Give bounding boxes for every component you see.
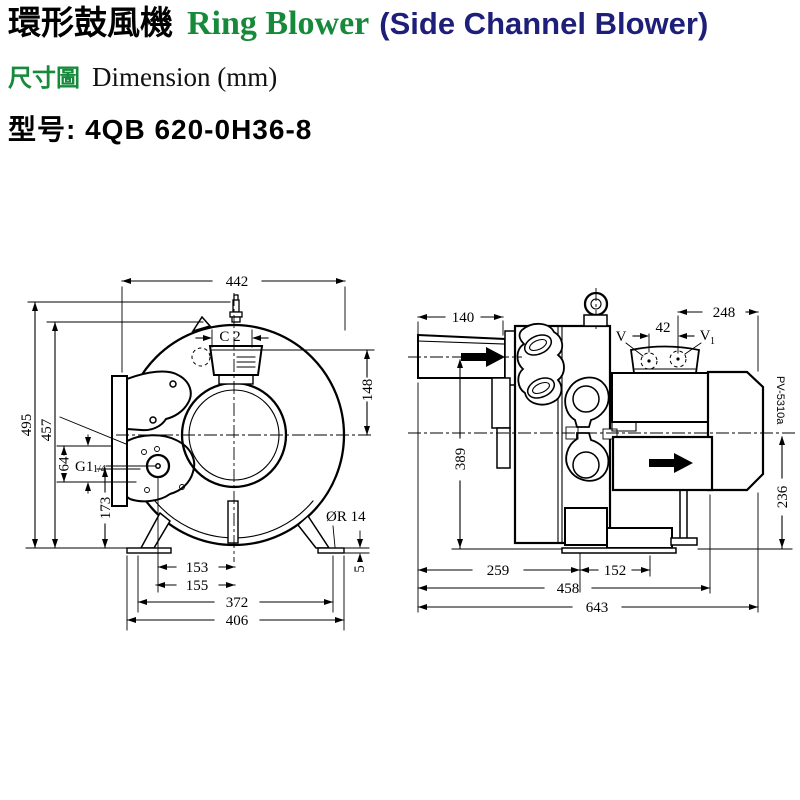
dim-406-label: 406 [226, 613, 249, 629]
gland-v-label: V [616, 329, 627, 345]
side-base [451, 489, 698, 554]
dim-center-height: 389 [453, 359, 469, 549]
top-fitting [229, 294, 243, 323]
dim-643-label: 643 [586, 600, 609, 616]
dim-cable-entry: C 2 [195, 329, 269, 348]
dim-overall-height: 495 457 [19, 301, 231, 549]
model-label: 型号: [8, 114, 77, 145]
dim-bottom-chain: 259 152 458 643 [417, 382, 759, 616]
dim-overall-width: 442 [121, 274, 346, 373]
dim-495-label: 495 [19, 414, 35, 437]
outlet-flow-arrow [649, 453, 693, 473]
title-chinese: 環形鼓風機 [8, 3, 173, 42]
dim-c2-label: C 2 [219, 329, 240, 345]
model-line: 型号: 4QB 620-0H36-8 [8, 108, 312, 148]
cable-gland-v1 [669, 350, 687, 368]
lifting-eyebolt [583, 288, 609, 330]
dim-153-label: 153 [186, 560, 209, 576]
dim-gland-spacing: 42 [632, 320, 695, 353]
dim-458-label: 458 [557, 581, 580, 597]
dim-155-label: 155 [186, 578, 209, 594]
dim-port-to-center: 153 155 [155, 476, 236, 594]
cable-gland-v [640, 352, 658, 370]
dim-152-label: 152 [604, 563, 627, 579]
impeller-channel [564, 376, 618, 482]
foot-slot-label: ØR 14 [326, 509, 366, 525]
title-subtitle: (Side Channel Blower) [379, 6, 709, 41]
motor-body [611, 370, 765, 492]
subtitle-english: Dimension (mm) [92, 62, 278, 92]
terminal-box-side [629, 345, 701, 374]
gland-v1-label: V [700, 328, 711, 344]
silencer-ports [516, 322, 565, 406]
dim-42-label: 42 [656, 320, 671, 336]
dim-140-label: 140 [452, 310, 475, 326]
dim-148-label: 148 [360, 379, 376, 402]
dim-457-label: 457 [39, 418, 55, 441]
dim-foot-detail: ØR 14 5 [326, 509, 370, 573]
port-thread-label: G1 [75, 459, 93, 475]
dim-236-label: 236 [775, 485, 791, 508]
dimension-subtitle: 尺寸圖 Dimension (mm) [8, 58, 277, 93]
dim-inlet-length: 140 [417, 310, 504, 336]
subtitle-chinese: 尺寸圖 [8, 63, 80, 92]
title-english: Ring Blower [187, 5, 370, 42]
dim-center-to-base: 236 [697, 436, 793, 550]
mounting-feet [126, 500, 345, 554]
dim-442-label: 442 [226, 274, 249, 290]
center-support [227, 500, 239, 544]
dim-248-label: 248 [713, 305, 736, 321]
flange-leader-line [59, 416, 127, 445]
side-flange-plate [59, 370, 196, 507]
dim-389-label: 389 [453, 448, 469, 471]
port-thread-fraction: 1/4 [93, 464, 106, 475]
dim-box-to-center: 148 [262, 349, 376, 436]
dim-motor-span: 248 [677, 305, 759, 372]
dim-port-to-base: 173 [96, 467, 141, 549]
terminal-box-front [208, 345, 264, 385]
hidden-hole [191, 347, 211, 367]
page-header: 環形鼓風機 Ring Blower (Side Channel Blower) [8, 3, 798, 42]
front-view: 442 495 457 C 2 [19, 274, 376, 631]
dim-173-label: 173 [98, 497, 114, 520]
motor-end-cap [706, 370, 765, 492]
model-value: 4QB 620-0H36-8 [85, 114, 313, 145]
dim-372-label: 372 [226, 595, 249, 611]
dim-port-offset: 64 G1 1/4 [57, 434, 157, 494]
dim-64-label: 64 [57, 456, 73, 472]
part-number-label: PV-5310a [774, 376, 786, 425]
dim-5-label: 5 [352, 565, 368, 573]
dim-base-widths: 372 406 [126, 555, 345, 631]
housing-tab [191, 315, 212, 333]
side-view: V V 1 [408, 288, 797, 616]
inlet-flow-arrow [461, 347, 505, 367]
gland-v1-subscript: 1 [710, 336, 715, 347]
dim-259-label: 259 [487, 563, 510, 579]
